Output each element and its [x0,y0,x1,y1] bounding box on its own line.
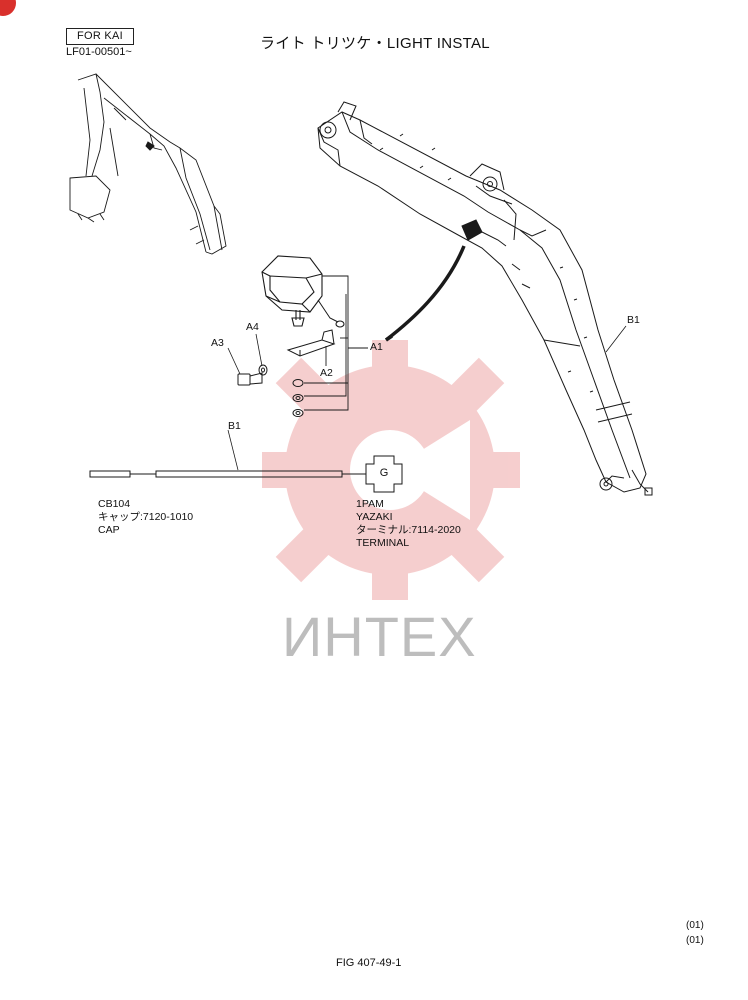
serial-range: LF01-00501~ [66,46,132,58]
revision-code-1: (01) [686,920,704,931]
harness-b1 [89,429,366,478]
right-connector-maker: YAZAKI [356,511,393,523]
callout-b1-boom: B1 [627,314,640,326]
connector-g [365,455,403,493]
left-connector-note: CB104 キャップ:7120-1010 CAP [98,498,193,537]
washer-a4 [258,364,268,376]
boom-drawing [317,101,653,496]
watermark-text: ИНТЕХ [282,605,477,668]
left-connector-cap-part: キャップ:7120-1010 [98,511,194,523]
overview-excavator [69,73,227,255]
a1-group-bracket [304,275,368,411]
hardware-stack [292,379,304,417]
connector-g-symbol: G [379,467,389,479]
right-connector-terminal-part: ターミナル:7114-2020 [356,524,461,536]
bolt-a3 [237,372,263,386]
bracket-a2 [286,329,336,357]
callout-a1: A1 [370,341,383,353]
right-connector-type: TERMINAL [356,537,410,549]
callout-a2: A2 [320,367,333,379]
callout-b1-harness: B1 [228,420,241,432]
left-connector-type: CAP [98,524,120,536]
right-connector-code: 1PAM [356,498,384,510]
work-light [261,255,345,328]
page-title: ライト トリツケ・LIGHT INSTAL [260,35,490,52]
model-box: FOR KAI [66,28,134,45]
callout-a4: A4 [246,321,259,333]
right-connector-note: 1PAM YAZAKI ターミナル:7114-2020 TERMINAL [356,498,461,550]
left-connector-code: CB104 [98,498,131,510]
corner-badge [0,0,16,16]
callout-a3: A3 [211,337,224,349]
figure-number: FIG 407-49-1 [336,957,402,969]
revision-code-2: (01) [686,935,704,946]
watermark-gear-icon [262,340,520,600]
